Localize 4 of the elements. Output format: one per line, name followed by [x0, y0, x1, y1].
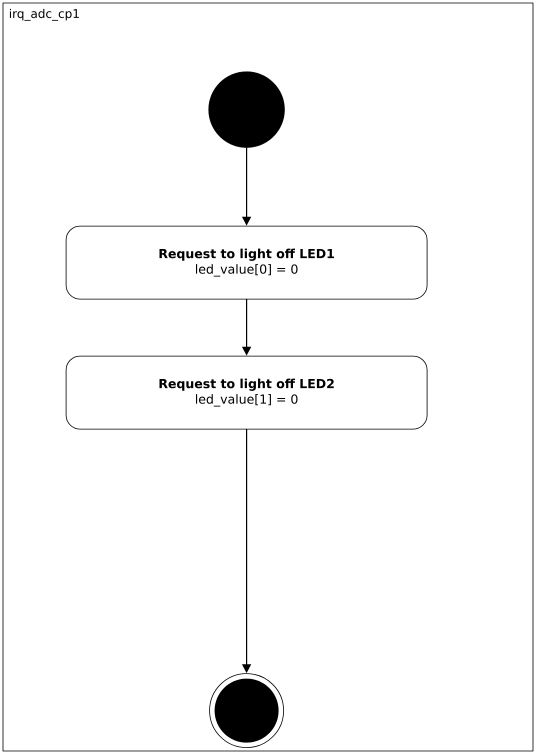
final-state	[209, 673, 284, 748]
state-box: Request to light off LED1 led_value[0] = 0	[66, 226, 428, 300]
initial-state	[208, 71, 285, 148]
state-box: Request to light off LED2 led_value[1] = 0	[66, 356, 428, 430]
